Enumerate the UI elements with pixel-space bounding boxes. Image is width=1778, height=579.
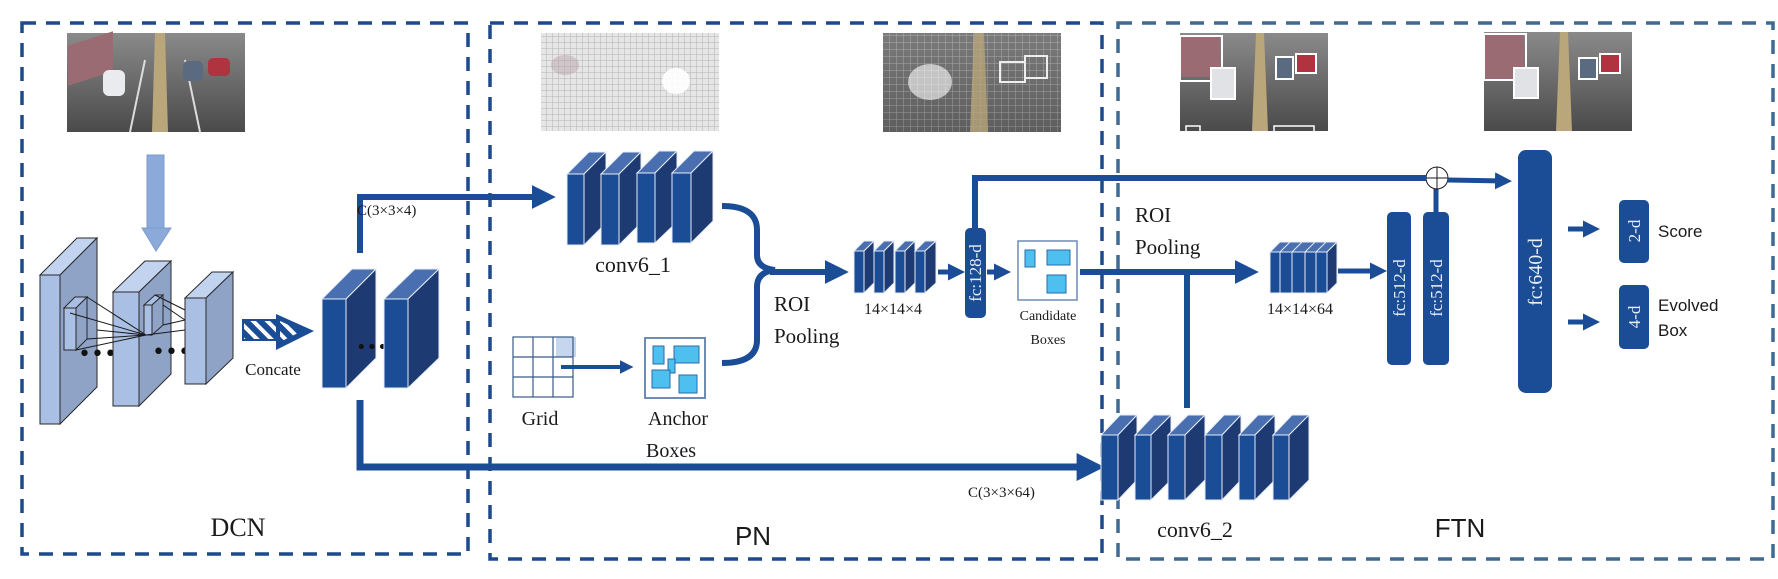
fc512a-label: fc:512-d [1390, 259, 1409, 317]
dcn-concat-block-2 [382, 267, 441, 390]
pn-roi-label-2: Pooling [774, 324, 840, 348]
conv-down-label: C(3×3×64) [968, 485, 1035, 501]
fc512a-layer [1387, 212, 1411, 365]
sum-node-icon [1425, 166, 1449, 190]
dcn-section-label: DCN [211, 513, 266, 542]
fc512b-layer [1423, 212, 1449, 365]
conv-up-connector [357, 185, 556, 253]
grid-icon [512, 336, 576, 398]
grid-label: Grid [522, 408, 559, 430]
ftn-final-detections-image [1483, 32, 1632, 131]
dcn-concat-block-1 [320, 267, 378, 390]
fc640-label: fc:640-d [1525, 238, 1547, 306]
input-down-arrow [141, 154, 172, 252]
concat-arrow [242, 314, 314, 350]
roi-merge-connector-top [721, 203, 776, 273]
pn-section-frame [488, 21, 1104, 561]
concat-label: Concate [245, 360, 301, 379]
fc512b-label: fc:512-d [1427, 259, 1446, 317]
roi-merge-connector-bottom [721, 267, 776, 366]
dcn-ellipsis-1: ••• [78, 342, 117, 367]
input-road-image [67, 31, 245, 133]
ftn-roi-label-2: Pooling [1135, 235, 1201, 259]
ftn-section-frame [1116, 21, 1775, 561]
dcn-section-frame-full [20, 21, 470, 556]
ftn-section-label: FTN [1435, 513, 1486, 543]
dcn-feature-block-1 [38, 236, 99, 426]
fc128-layer [965, 228, 986, 318]
conv6-2-label: conv6_2 [1157, 517, 1233, 542]
pool-14x14x64-stack [1268, 240, 1339, 295]
conv6-1-label: conv6_1 [595, 252, 671, 277]
ftn-roi-label-1: ROI [1135, 203, 1171, 227]
candidate-label-1: Candidate [1020, 309, 1077, 324]
dcn-ellipsis-2: ••• [152, 340, 191, 365]
ftn-pool-size-label: 14×14×64 [1267, 301, 1333, 318]
score-label: Score [1658, 222, 1702, 241]
conv-down-connector [356, 400, 1105, 481]
pool-14x14x4-stack [852, 239, 938, 295]
score-output-layer [1619, 200, 1649, 263]
anchor-boxes-icon [644, 337, 706, 399]
conv6-1-stack [565, 149, 715, 247]
conv-up-label: C(3×3×4) [357, 203, 416, 219]
anchor-label-1: Anchor [648, 408, 708, 430]
candidate-label-2: Boxes [1031, 333, 1066, 348]
pn-pool-size-label: 14×14×4 [864, 301, 922, 318]
box-dim-label: 4-d [1625, 305, 1644, 328]
dcn-concat-ellipsis: ••• [356, 337, 388, 358]
conv6-2-stack [1099, 413, 1311, 502]
sum-to-fc640-arrow [1447, 172, 1512, 190]
box-output-layer [1619, 285, 1649, 349]
pn-roi-label-1: ROI [774, 292, 810, 316]
box-label-2: Box [1658, 321, 1688, 340]
pn-grid-overlay-image [883, 33, 1061, 132]
anchor-label-2: Boxes [646, 440, 696, 462]
receptive-field-lines [69, 294, 186, 351]
fc128-label: fc:128-d [966, 244, 985, 302]
score-dim-label: 2-d [1625, 219, 1644, 242]
fc640-layer [1518, 150, 1552, 393]
dcn-feature-block-3 [183, 270, 235, 386]
pn-section-label: PN [735, 521, 771, 551]
ftn-candidate-detections-image [1179, 33, 1328, 133]
fc128-skip-connector [972, 175, 1375, 228]
pn-feature-map-image [541, 33, 719, 131]
candidate-boxes-icon [1017, 240, 1078, 301]
box-label-1: Evolved [1658, 296, 1718, 315]
